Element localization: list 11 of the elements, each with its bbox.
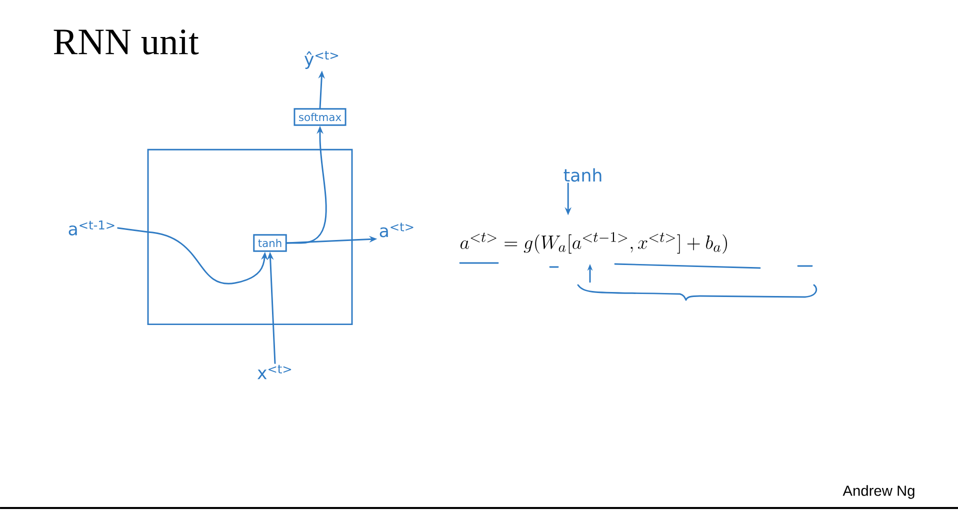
handwritten-label: tanh xyxy=(564,168,602,182)
cell-box xyxy=(147,148,353,326)
handwritten-label: a$^{<t-1>}$ xyxy=(68,220,114,236)
formula: $a^{<t>} = g(W_a[a^{<t-1>}, x^{<t>}] + b_a)$ xyxy=(460,232,727,254)
handwritten-label: x$^{<t>}$ xyxy=(258,364,292,380)
handwritten-label: a$^{<t>}$ xyxy=(380,222,414,238)
author-name: Andrew Ng xyxy=(842,485,914,499)
function-box: softmax xyxy=(294,108,346,126)
title: RNN unit xyxy=(54,29,199,55)
function-box: tanh xyxy=(253,234,287,252)
handwritten-label: ŷ$^{<t>}$ xyxy=(304,51,338,69)
